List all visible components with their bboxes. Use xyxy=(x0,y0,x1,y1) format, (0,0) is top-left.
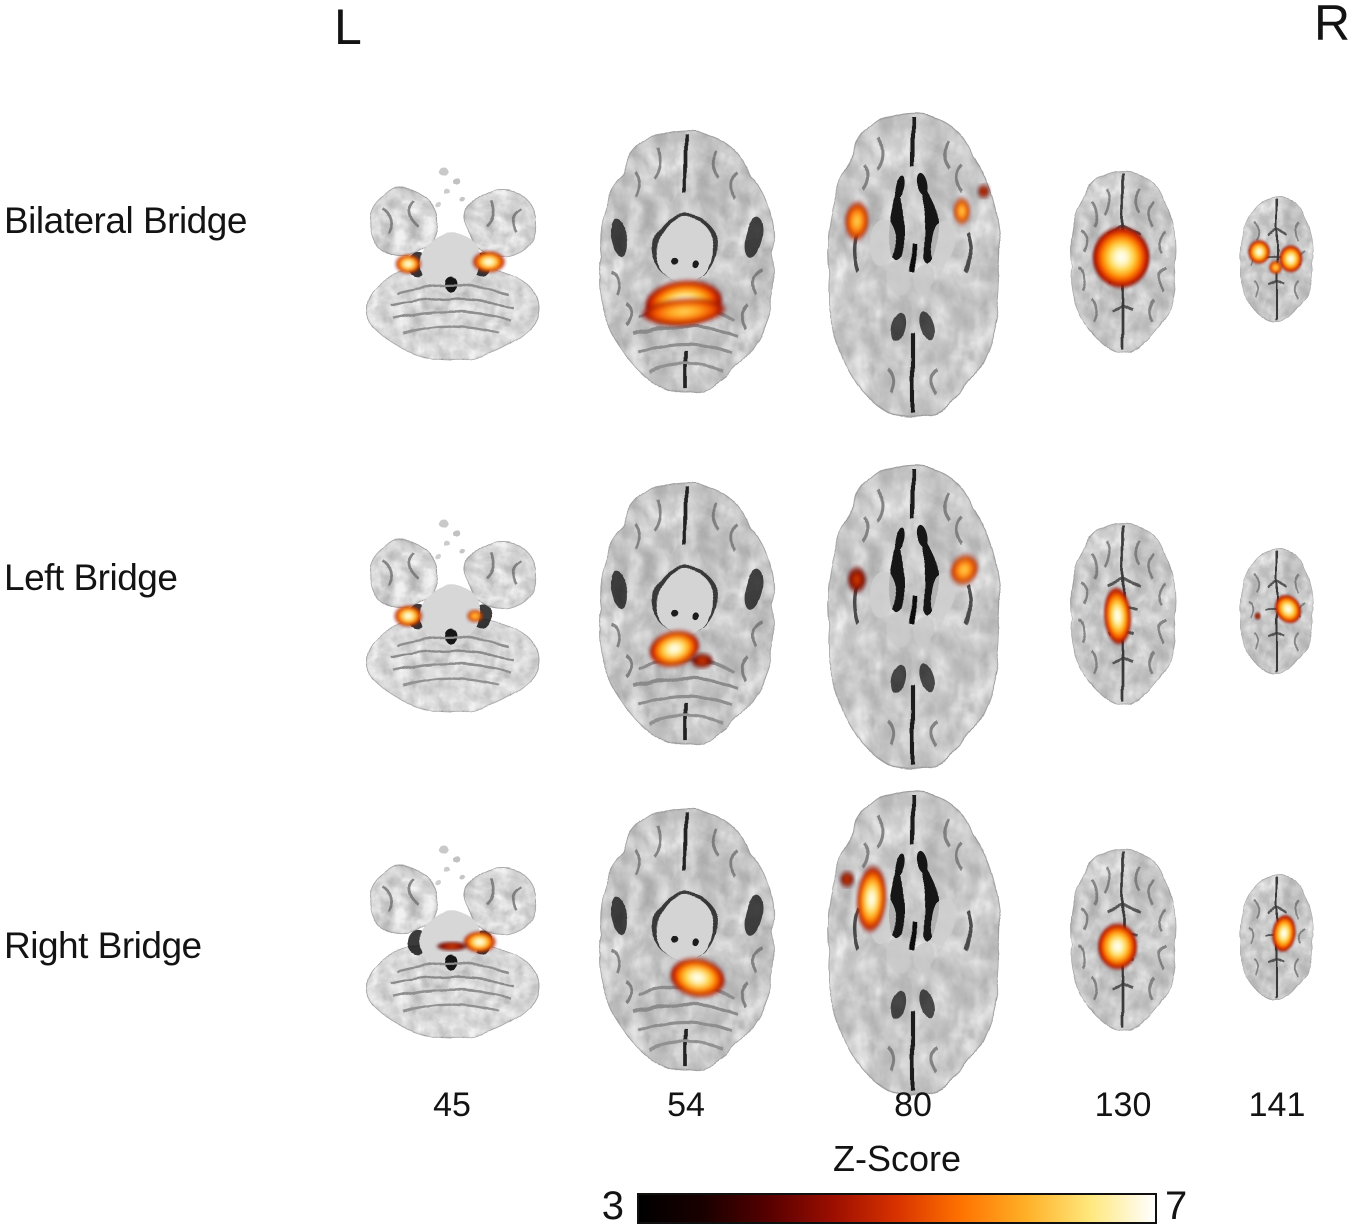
activation-blob xyxy=(856,866,887,932)
brain-slice-bilateral-45 xyxy=(337,158,567,370)
brain-slice-bilateral-141 xyxy=(1208,178,1346,350)
activation-blob xyxy=(1254,612,1261,620)
brain-slice-left-130 xyxy=(1032,505,1214,727)
row-label-left-bridge: Left Bridge xyxy=(4,557,178,598)
activation-blob xyxy=(977,184,990,198)
activation-blob xyxy=(466,609,484,623)
brain-slice-left-141 xyxy=(1208,530,1346,702)
activation-blob xyxy=(395,254,421,274)
slice-number-141: 141 xyxy=(1248,1086,1306,1124)
slice-number-130: 130 xyxy=(1094,1086,1152,1124)
orientation-label-right: R xyxy=(1314,0,1350,51)
brain-slice-left-45 xyxy=(337,510,567,722)
activation-blob xyxy=(435,941,469,951)
brain-slice-bilateral-80 xyxy=(791,99,1035,429)
activation-blob xyxy=(949,554,979,586)
colorbar-title: Z-Score xyxy=(832,1138,962,1179)
activation-blob xyxy=(1272,914,1296,953)
activation-blob xyxy=(847,566,867,593)
brain-slice-right-80 xyxy=(791,777,1035,1107)
brain-slice-right-130 xyxy=(1032,831,1214,1053)
activation-blob xyxy=(1097,923,1138,970)
slice-number-80: 80 xyxy=(894,1086,932,1124)
activation-blob xyxy=(1103,587,1132,645)
brain-slice-bilateral-130 xyxy=(1032,153,1214,375)
slice-number-row: 45 54 80 130 141 xyxy=(0,1086,1350,1128)
activation-blob xyxy=(839,871,855,888)
activation-blob xyxy=(649,630,700,668)
brain-slice-bilateral-54 xyxy=(570,115,802,413)
activation-blob xyxy=(463,931,496,953)
brain-slice-left-80 xyxy=(791,451,1035,781)
slice-number-54: 54 xyxy=(667,1086,705,1124)
colorbar-min-label: 3 xyxy=(601,1184,624,1228)
activation-blob xyxy=(1248,239,1271,264)
slice-number-45: 45 xyxy=(433,1086,471,1124)
activation-blob xyxy=(1092,226,1151,289)
brain-slice-right-54 xyxy=(570,793,802,1091)
activation-blob xyxy=(669,958,726,998)
orientation-label-left: L xyxy=(334,0,362,55)
row-label-bilateral-bridge: Bilateral Bridge xyxy=(4,200,247,241)
activation-blob xyxy=(690,653,714,669)
row-label-right-bridge: Right Bridge xyxy=(4,925,202,966)
brain-slice-right-141 xyxy=(1208,856,1346,1028)
activation-blob xyxy=(1274,594,1302,624)
activation-blob xyxy=(1268,260,1283,275)
brain-slice-left-54 xyxy=(570,467,802,765)
activation-blob xyxy=(639,297,728,326)
brain-slice-right-45 xyxy=(337,836,567,1048)
colorbar-max-label: 7 xyxy=(1165,1184,1188,1228)
activation-blob xyxy=(844,201,870,241)
activation-blob xyxy=(394,605,423,627)
activation-blob xyxy=(472,251,505,273)
activation-blob xyxy=(1279,245,1303,273)
colorbar xyxy=(637,1193,1157,1224)
activation-blob xyxy=(953,198,971,225)
